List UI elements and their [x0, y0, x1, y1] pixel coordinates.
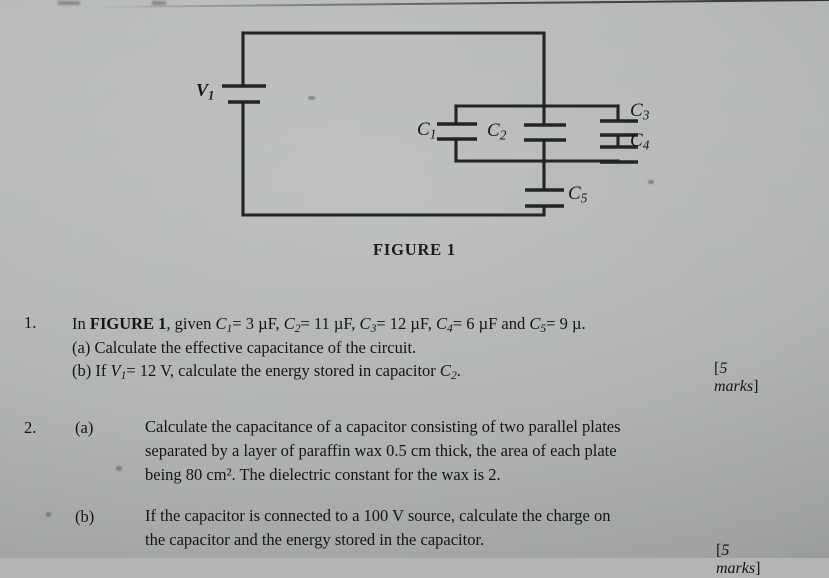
question-1-number: 1.	[24, 313, 37, 332]
scan-fleck-4	[46, 512, 51, 517]
label-source-v1: V1	[196, 80, 215, 103]
question-2-part-a-line-1: Calculate the capacitance of a capacitor…	[145, 417, 621, 436]
figure-1: V1 C1 C2 C3 C4 C5 FIGURE 1	[0, 18, 829, 268]
capacitor-symbol-c4	[600, 145, 638, 164]
question-2-part-b-text: If the capacitor is connected to a 100 V…	[145, 504, 795, 552]
label-capacitor-c3: C3	[630, 100, 650, 123]
scan-fleck-1	[308, 96, 315, 100]
capacitor-symbol-c3	[600, 119, 638, 137]
capacitor-symbol-c2	[524, 123, 566, 142]
label-source-v1-sub: 1	[208, 88, 215, 103]
question-2-marks: [5 marks]	[716, 542, 761, 577]
capacitor-symbol-c5	[525, 188, 564, 208]
label-capacitor-c5: C5	[568, 183, 588, 206]
question-2-part-a-text: Calculate the capacitance of a capacitor…	[145, 415, 795, 487]
question-2-part-a-label: (a)	[75, 418, 94, 437]
label-capacitor-c1: C1	[417, 119, 437, 142]
label-capacitor-c4-sub: 4	[642, 137, 650, 153]
circuit-diagram	[222, 31, 638, 217]
scan-fleck-2	[648, 180, 654, 184]
question-1-stem: In FIGURE 1, given C1= 3 µF, C2= 11 µF, …	[72, 314, 586, 336]
figure-caption: FIGURE 1	[373, 240, 456, 259]
scan-fleck-3	[116, 466, 122, 471]
q1-symbol-v1: V1	[110, 361, 127, 383]
source-symbol-v1	[222, 84, 266, 104]
question-2-part-b-label: (b)	[75, 507, 95, 526]
question-2-part-b-line-1: If the capacitor is connected to a 100 V…	[145, 506, 611, 525]
q1-symbol-c2: C2	[439, 361, 457, 383]
question-2-number: 2.	[24, 418, 37, 437]
junction-nodes	[541, 103, 547, 164]
label-capacitor-c1-sub: 1	[429, 126, 437, 142]
question-1-part-b-label: (b)	[72, 361, 92, 380]
q1-given-c4: C4	[436, 314, 453, 336]
label-capacitor-c2-sub: 2	[499, 127, 507, 143]
q1-given-c5: C5	[529, 314, 547, 336]
label-capacitor-c3-sub: 3	[642, 107, 650, 123]
question-1-marks: [5 marks]	[714, 360, 759, 395]
top-smudge-left	[58, 1, 80, 5]
top-smudge-right	[152, 1, 166, 5]
q1-given-c2: C2	[283, 314, 301, 336]
question-2-part-b-line-2: the capacitor and the energy stored in t…	[145, 530, 485, 549]
top-ruled-line	[95, 0, 829, 8]
question-1-part-b: (b) If V1= 12 V, calculate the energy st…	[72, 361, 461, 383]
label-capacitor-c5-sub: 5	[580, 190, 588, 206]
question-1-figure-ref: FIGURE 1	[89, 314, 167, 333]
q1-given-c3: C3	[359, 314, 377, 336]
q1-given-c1: C1	[215, 314, 233, 336]
question-1-part-a: (a) Calculate the effective capacitance …	[72, 338, 417, 357]
label-capacitor-c4: C4	[630, 130, 650, 153]
capacitor-symbol-c1	[437, 122, 477, 141]
label-capacitor-c2: C2	[487, 120, 507, 143]
question-2-part-a-line-3: being 80 cm². The dielectric constant fo…	[145, 465, 501, 484]
question-2-part-a-line-2: separated by a layer of paraffin wax 0.5…	[145, 441, 617, 460]
question-1-part-a-label: (a)	[72, 338, 91, 357]
